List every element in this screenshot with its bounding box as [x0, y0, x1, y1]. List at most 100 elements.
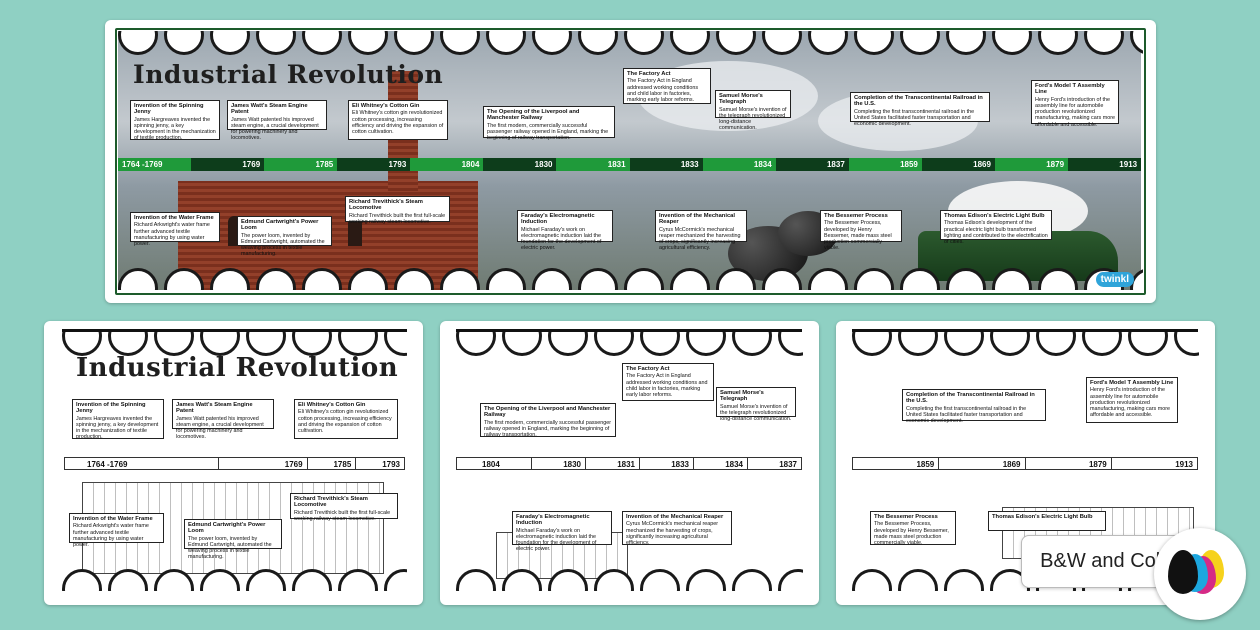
event-title: James Watt's Steam Engine Patent: [176, 402, 253, 415]
top-scallop-border: [62, 332, 407, 358]
event-title: James Watt's Steam Engine Patent: [231, 103, 308, 116]
top-scallop-border: [852, 332, 1199, 358]
event-title: Thomas Edison's Electric Light Bulb: [992, 514, 1093, 520]
timeline-year: 1833: [640, 457, 694, 470]
timeline-year: 1769: [191, 158, 265, 171]
timeline-year: 1834: [702, 158, 776, 171]
event-title: The Opening of the Liverpool and Manches…: [487, 109, 580, 122]
twinkl-logo: twinkl: [1095, 272, 1134, 287]
event-text: Henry Ford's introduction of the assembl…: [1090, 387, 1170, 419]
event-title: Edmund Cartwright's Power Loom: [188, 522, 266, 535]
timeline-year: 1785: [264, 158, 338, 171]
timeline-year: 1837: [748, 457, 802, 470]
event-text: Michael Faraday's work on electromagneti…: [516, 527, 597, 553]
timeline-year: 1879: [994, 158, 1069, 171]
timeline-year: 1785: [307, 457, 357, 470]
event-card: Thomas Edison's Electric Light Bulb: [988, 511, 1106, 531]
event-title: The Factory Act: [626, 366, 670, 372]
event-text: The Bessemer Process, developed by Henry…: [824, 220, 892, 252]
timeline-bar: 1764 -1769 1769 1785 1793 1804 1830 1831…: [118, 158, 1142, 171]
event-title: Completion of the Transcontinental Railr…: [854, 95, 983, 108]
timeline-year: 1834: [694, 457, 748, 470]
event-text: Eli Whitney's cotton gin revolutionized …: [352, 110, 444, 136]
event-title: Richard Trevithick's Steam Locomotive: [294, 496, 368, 509]
event-title: Faraday's Electromagnetic Induction: [521, 213, 595, 226]
bw-panel-1[interactable]: Industrial Revolution 1764 -1769 1769 17…: [44, 321, 423, 605]
timeline-year: 1764 -1769: [118, 158, 192, 171]
event-title: Richard Trevithick's Steam Locomotive: [349, 199, 423, 212]
timeline-year: 1764 -1769: [64, 457, 220, 470]
event-text: Samuel Morse's invention of the telegrap…: [719, 106, 787, 132]
event-title: Eli Whitney's Cotton Gin: [298, 402, 366, 408]
event-title: Invention of the Mechanical Reaper: [659, 213, 736, 226]
event-text: Cyrus McCormick's mechanical reaper mech…: [659, 226, 741, 252]
timeline-year: 1913: [1111, 457, 1198, 470]
event-card: The Opening of the Liverpool and Manches…: [483, 106, 615, 141]
factory-window: [348, 216, 362, 246]
timeline-year: 1804: [410, 158, 484, 171]
event-text: The Factory Act in England addressed wor…: [627, 78, 699, 104]
event-text: Completing the first transcontinental ra…: [854, 108, 975, 128]
top-scallop-border: [118, 31, 1143, 57]
event-text: The power loom, invented by Edmund Cartw…: [241, 232, 325, 258]
timeline-year: 1879: [1025, 457, 1112, 470]
event-text: Thomas Edison's development of the pract…: [944, 220, 1048, 246]
event-text: Michael Faraday's work on electromagneti…: [521, 226, 602, 252]
panel-title: Industrial Revolution: [76, 353, 399, 383]
event-title: Invention of the Mechanical Reaper: [626, 514, 724, 520]
event-title: Samuel Morse's Telegraph: [719, 93, 763, 106]
event-title: Edmund Cartwright's Power Loom: [241, 219, 319, 232]
event-text: The power loom, invented by Edmund Cartw…: [188, 535, 272, 561]
timeline-year: 1913: [1068, 158, 1142, 171]
timeline-year: 1859: [848, 158, 922, 171]
event-title: Samuel Morse's Telegraph: [720, 390, 764, 403]
event-text: Richard Arkwright's water frame further …: [134, 222, 210, 248]
timeline-bar: 1859 1869 1879 1913: [852, 457, 1198, 470]
timeline-year: 1793: [356, 457, 405, 470]
event-text: James Hargreaves invented the spinning j…: [76, 415, 159, 441]
timeline-year: 1830: [532, 457, 586, 470]
event-title: The Bessemer Process: [874, 514, 938, 520]
event-text: Richard Trevithick built the first full-…: [294, 509, 391, 522]
event-text: Richard Arkwright's water frame further …: [73, 523, 149, 549]
timeline-year: 1833: [629, 158, 703, 171]
timeline-year: 1869: [939, 457, 1026, 470]
banner-title: Industrial Revolution: [133, 60, 444, 89]
bw-panel-2[interactable]: 1804 1830 1831 1833 1834 1837 The Openin…: [440, 321, 819, 605]
event-title: Ford's Model T Assembly Line: [1035, 83, 1105, 96]
event-title: Completion of the Transcontinental Railr…: [906, 392, 1035, 405]
banner-frame: [115, 28, 1146, 295]
timeline-year: 1859: [852, 457, 940, 470]
event-title: The Opening of the Liverpool and Manches…: [484, 406, 611, 419]
bottom-scallop-border: [456, 565, 803, 591]
timeline-year: 1804: [456, 457, 532, 470]
event-text: The first modern, commercially successfu…: [484, 419, 612, 439]
timeline-year: 1793: [337, 158, 411, 171]
event-title: Ford's Model T Assembly Line: [1090, 380, 1174, 386]
timeline-year: 1831: [586, 457, 640, 470]
event-text: Eli Whitney's cotton gin revolutionized …: [298, 409, 392, 435]
color-banner-card[interactable]: Industrial Revolution 1764 -1769 1769 17…: [105, 20, 1156, 303]
